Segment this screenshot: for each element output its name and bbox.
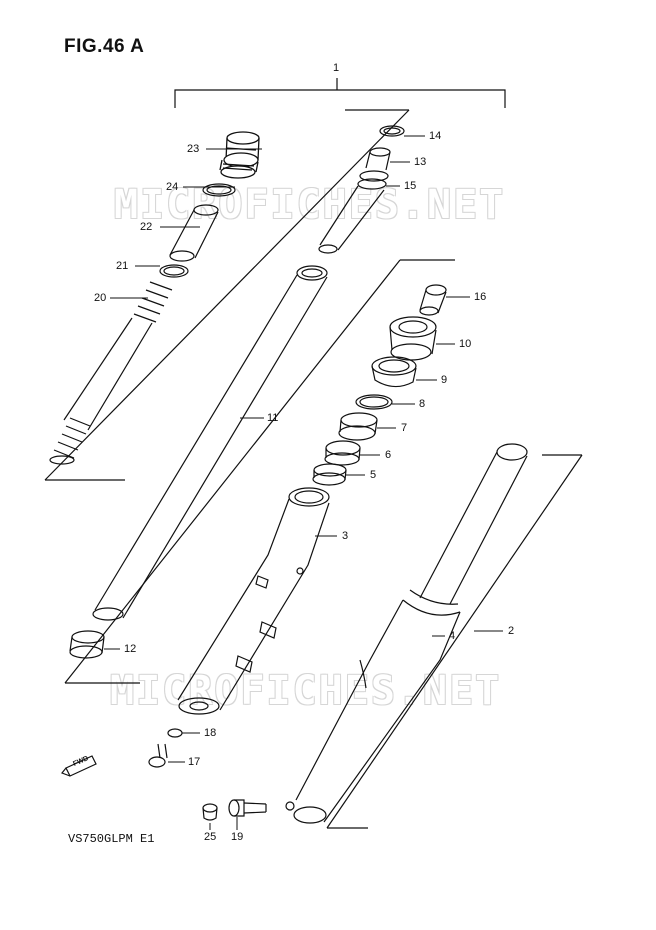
gasket-18: [167, 728, 183, 738]
callout-14: 14: [429, 130, 442, 142]
callout-8: 8: [419, 398, 426, 410]
cap-25: [202, 803, 218, 821]
washer-21: [159, 264, 189, 278]
callout-24: 24: [166, 181, 179, 193]
callout-2: 2: [508, 625, 515, 637]
assembly-bracket: [174, 78, 506, 108]
leader-lines: [104, 135, 503, 830]
callout-18: 18: [204, 727, 217, 739]
callout-25: 25: [204, 831, 217, 843]
guide-bush-6: [324, 440, 361, 466]
inner-tube-frame: [64, 259, 455, 684]
model-code: VS750GLPM E1: [68, 832, 155, 846]
spacer-tube-part: [169, 204, 219, 262]
damper-rod-part: [318, 125, 405, 254]
inner-tube-part: [92, 265, 328, 621]
callout-1: 1: [333, 62, 340, 74]
watermark-top: MICROFICHES.NET: [114, 182, 506, 228]
callout-9: 9: [441, 374, 448, 386]
callout-15: 15: [404, 180, 417, 192]
figure-title: FIG.46 A: [64, 36, 145, 57]
bush-12: [69, 630, 105, 659]
oil-seal-9: [371, 356, 417, 388]
bush-5: [312, 463, 347, 486]
watermark-bottom: MICROFICHES.NET: [110, 668, 502, 714]
callout-3: 3: [342, 530, 349, 542]
callout-11: 11: [267, 412, 279, 424]
callout-7: 7: [401, 422, 408, 434]
slider-leg-part: [285, 443, 528, 824]
callout-17: 17: [188, 756, 201, 768]
seal-spacer-7: [338, 412, 378, 441]
drain-bolt-17: [148, 743, 168, 768]
spring-group-frame: [44, 109, 410, 481]
callout-12: 12: [124, 643, 137, 655]
callout-16: 16: [474, 291, 487, 303]
o-ring-24: [202, 183, 236, 197]
callout-13: 13: [414, 156, 427, 168]
callout-19: 19: [231, 831, 244, 843]
dust-seal-16: [419, 284, 447, 316]
outer-tube-part: [177, 487, 330, 715]
fwd-arrow-icon: [61, 755, 97, 777]
callout-4: 4: [449, 630, 456, 642]
callout-21: 21: [116, 260, 129, 272]
callout-6: 6: [385, 449, 392, 461]
bolt-19: [228, 799, 267, 817]
retainer-8: [355, 394, 393, 410]
callout-22: 22: [140, 221, 153, 233]
cap-bolt-part: [219, 131, 260, 179]
callout-5: 5: [370, 469, 377, 481]
boot-10: [389, 316, 437, 361]
fork-spring-part: [49, 281, 173, 465]
callout-23: 23: [187, 143, 200, 155]
callout-10: 10: [459, 338, 472, 350]
outer-tube-frame: [326, 454, 583, 829]
callout-20: 20: [94, 292, 107, 304]
